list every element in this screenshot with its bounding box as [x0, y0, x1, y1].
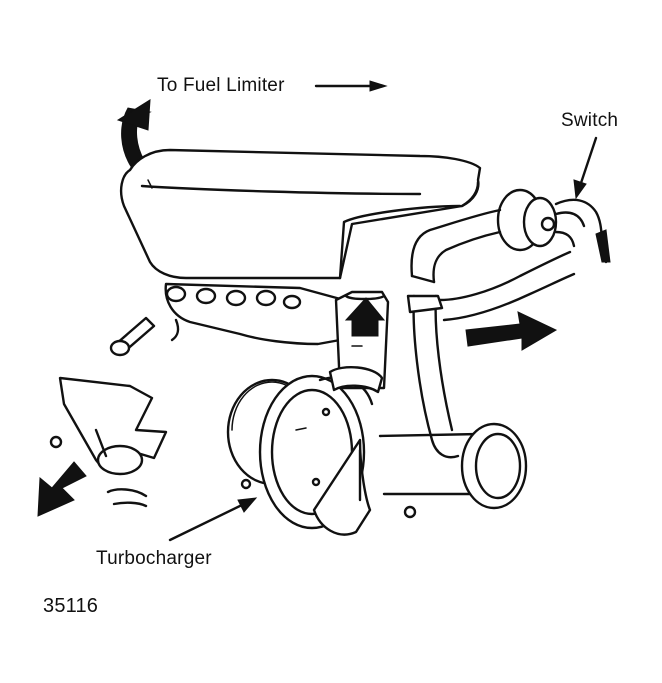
fuel-limiter-label: To Fuel Limiter — [157, 75, 285, 96]
switch-label: Switch — [561, 110, 619, 131]
manifold-port — [282, 294, 302, 310]
downpipe-arrow — [37, 461, 87, 517]
figure-number: 35116 — [43, 595, 99, 617]
exhaust-manifold — [164, 282, 346, 346]
exhaust-elbow — [49, 376, 168, 508]
manifold-port — [165, 285, 187, 303]
intake-manifold — [119, 148, 482, 280]
mounting-bolt — [109, 316, 156, 357]
manifold-port — [225, 289, 247, 307]
fuel-limiter-arrow — [314, 80, 388, 92]
manifold-port — [255, 289, 277, 307]
switch-leader-arrow — [573, 136, 598, 200]
curved-hose-arrow — [116, 99, 152, 169]
manifold-port — [195, 287, 217, 305]
turbocharger-label: Turbocharger — [96, 548, 212, 569]
turbocharger — [226, 366, 528, 536]
return-hose — [406, 250, 576, 459]
turbocharger-leader-arrow — [168, 497, 258, 542]
switch-hose — [410, 208, 502, 284]
vacuum-switch — [496, 188, 611, 264]
exhaust-outlet-arrow — [465, 311, 558, 351]
